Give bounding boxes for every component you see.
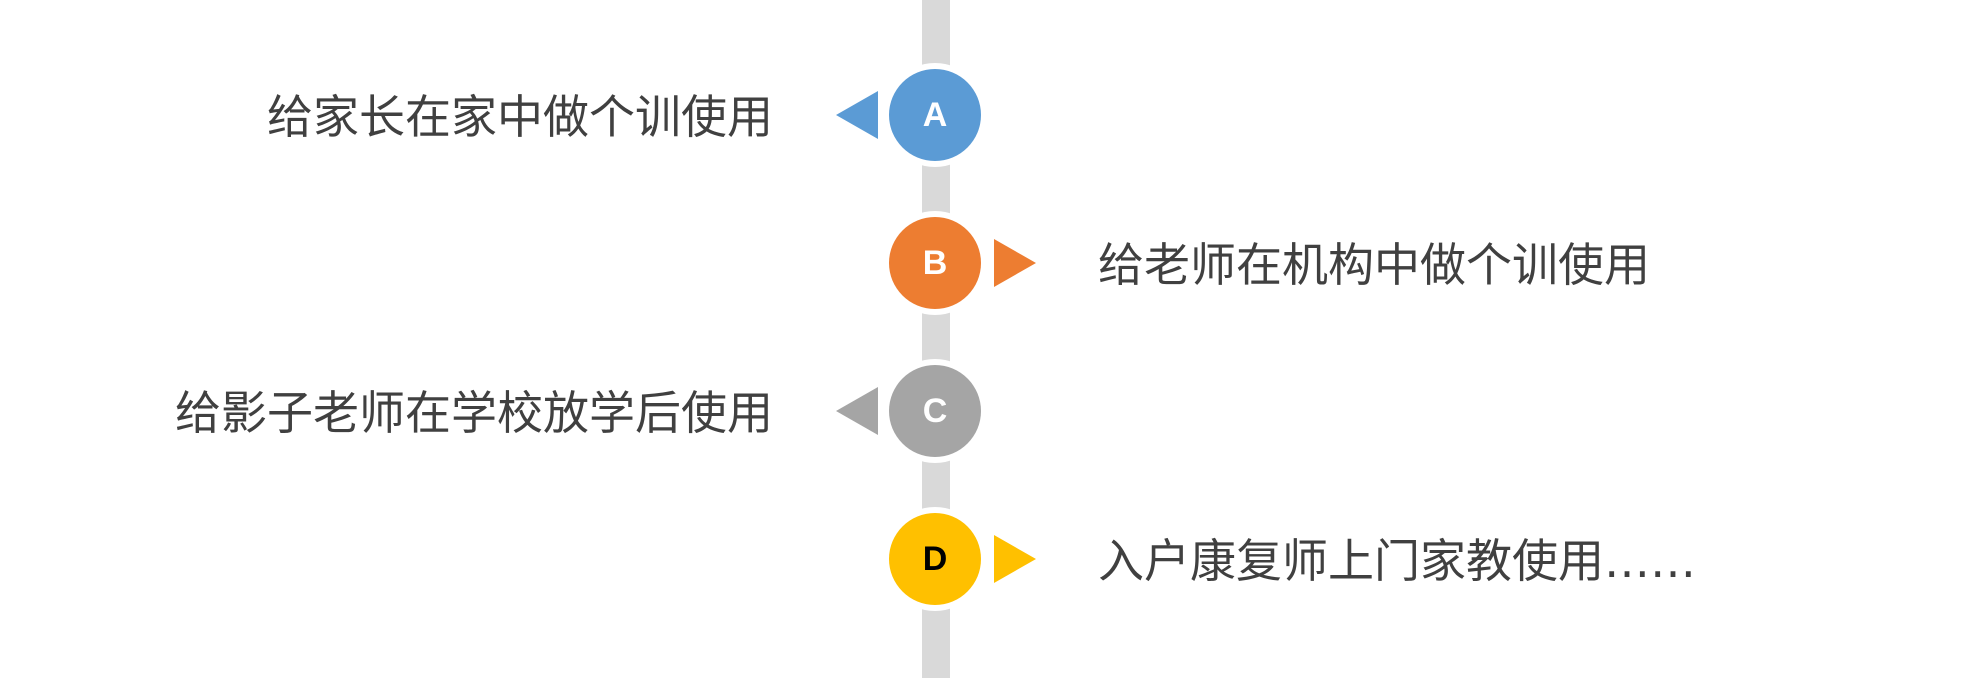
item-b-pointer-right-icon (994, 239, 1036, 287)
item-a-label: 给家长在家中做个训使用 (267, 90, 773, 144)
item-a-pointer-left-icon (836, 91, 878, 139)
item-a-node: A (883, 63, 987, 167)
item-b-label: 给老师在机构中做个训使用 (1098, 238, 1650, 292)
item-d-pointer-right-icon (994, 535, 1036, 583)
item-d-node: D (883, 507, 987, 611)
item-c-node: C (883, 359, 987, 463)
item-b-letter: B (889, 217, 981, 309)
item-c-pointer-left-icon (836, 387, 878, 435)
item-d-label: 入户康复师上门家教使用…… (1098, 534, 1696, 588)
item-d-letter: D (889, 513, 981, 605)
item-c-letter: C (889, 365, 981, 457)
item-c-label: 给影子老师在学校放学后使用 (175, 386, 773, 440)
item-b-node: B (883, 211, 987, 315)
item-a-letter: A (889, 69, 981, 161)
